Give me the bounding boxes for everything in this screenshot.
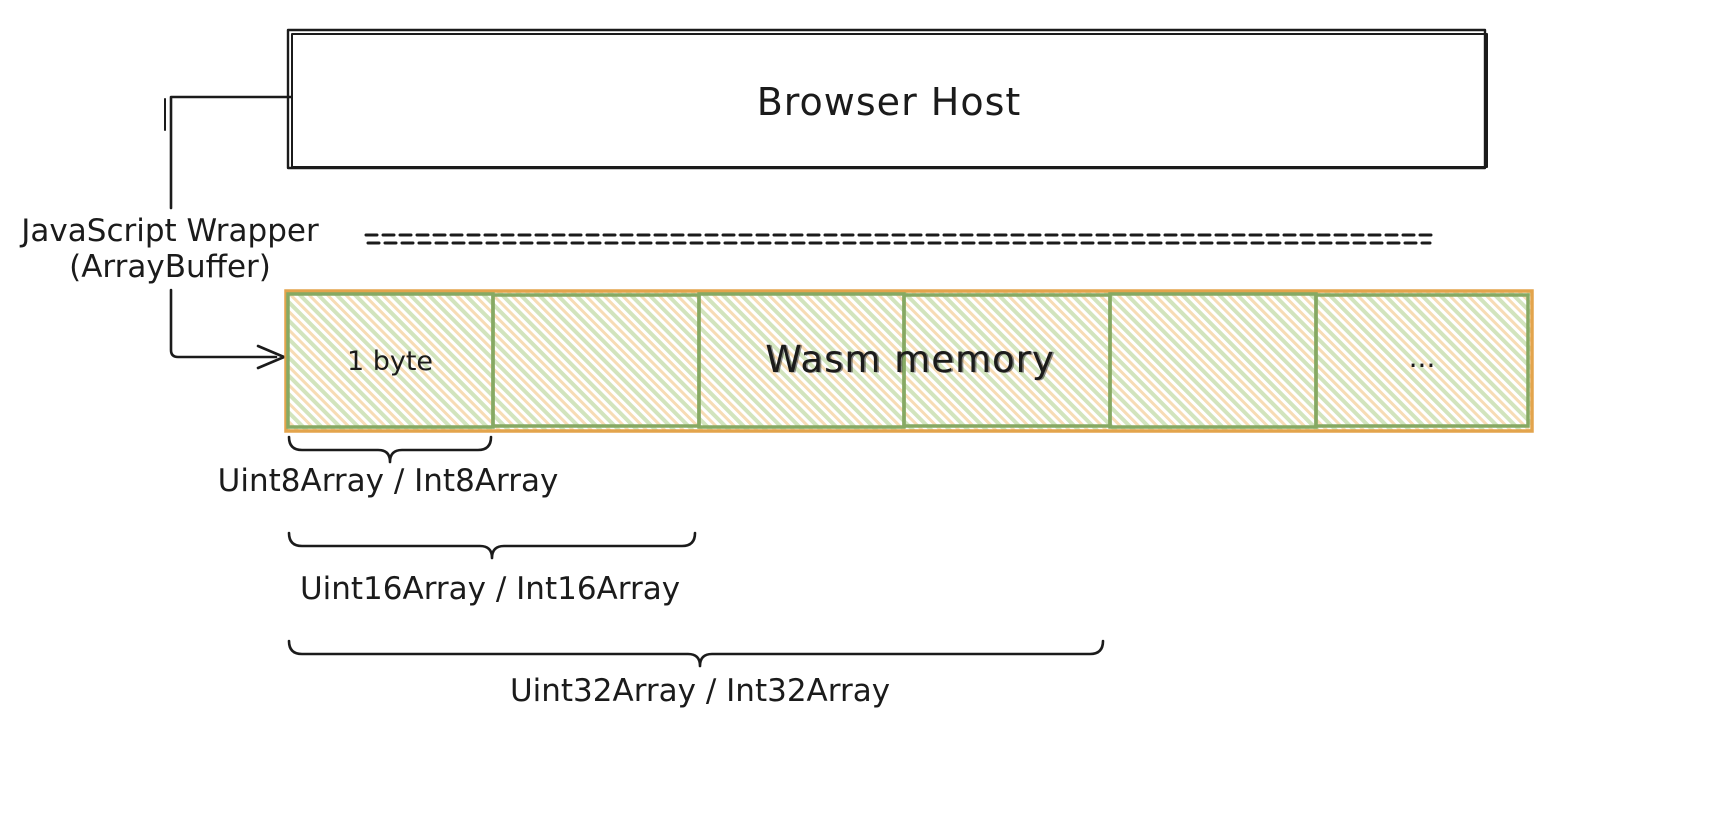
- uint16-brace: [287, 531, 697, 560]
- browser-host-title: Browser Host: [756, 80, 1022, 124]
- memory-strip: [284, 289, 1534, 433]
- uint16-int16-label: Uint16Array / Int16Array: [299, 571, 681, 607]
- typed-array-braces: [287, 435, 1105, 668]
- javascript-wrapper-line1: JavaScript Wrapper: [21, 213, 319, 249]
- uint8-brace: [287, 435, 493, 464]
- wasm-memory-label: Wasm memory: [765, 338, 1055, 381]
- memory-cell-6: [1314, 293, 1530, 428]
- uint8-int8-label: Uint8Array / Int8Array: [217, 463, 559, 499]
- browser-host-box: [286, 28, 1488, 170]
- separator-dashed-line: [364, 233, 1434, 245]
- ellipsis-label: ...: [1408, 341, 1436, 374]
- wrapper-connector-arrow: [164, 95, 293, 370]
- arraybuffer-line2: (ArrayBuffer): [69, 248, 271, 285]
- uint32-int32-label: Uint32Array / Int32Array: [509, 673, 891, 709]
- uint32-brace: [287, 639, 1105, 668]
- byte-cell-label: 1 byte: [346, 346, 434, 377]
- arrowhead-icon: [256, 344, 286, 370]
- javascript-wrapper-label: JavaScript Wrapper (ArrayBuffer): [5, 213, 335, 285]
